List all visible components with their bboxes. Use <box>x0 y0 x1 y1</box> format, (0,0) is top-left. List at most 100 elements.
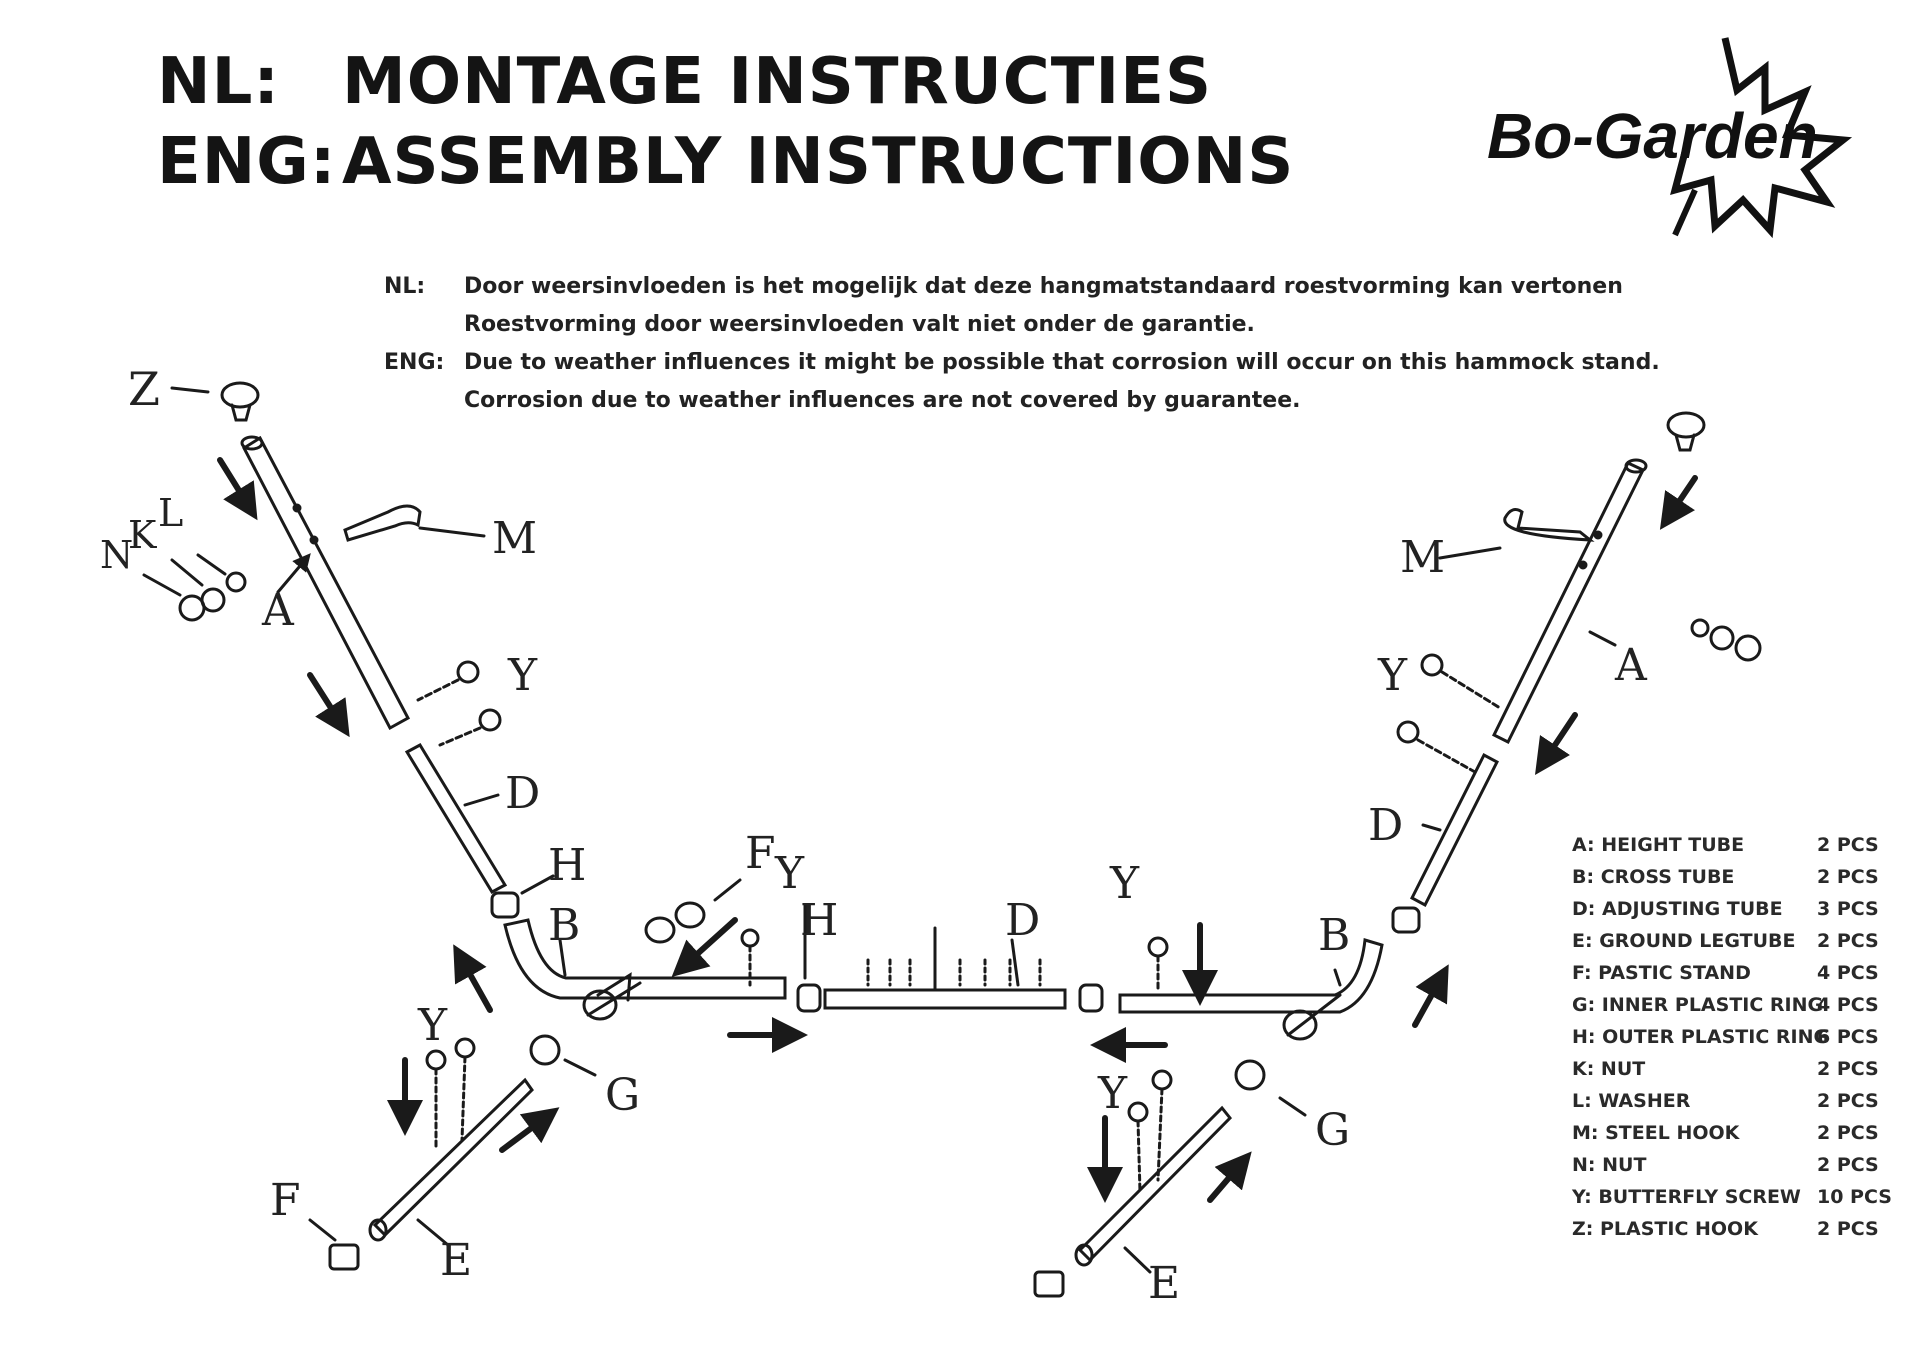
butterfly-screw-left <box>740 928 760 948</box>
label-m: M <box>1400 532 1445 583</box>
title-line-eng: ENG: ASSEMBLY INSTRUCTIONS <box>157 122 1294 202</box>
parts-row: N: NUT 2 PCS <box>1572 1149 1897 1181</box>
label-h: H <box>800 895 838 946</box>
notice-row: ENG: Due to weather influences it might … <box>384 344 1660 382</box>
leaf-icon <box>1670 37 1853 239</box>
steel-hook-m-left <box>343 504 486 542</box>
label-a: A <box>1614 640 1648 691</box>
part-name: H: OUTER PLASTIC RING <box>1572 1026 1830 1048</box>
label-d: D <box>1005 895 1040 946</box>
label-n: N <box>100 533 133 577</box>
label-e: E <box>1148 1258 1180 1309</box>
label-b: B <box>1318 910 1350 961</box>
parts-row: Y: BUTTERFLY SCREW 10 PCS <box>1572 1181 1897 1213</box>
arrow-icon <box>1412 964 1449 1028</box>
arrow-icon <box>1535 712 1578 775</box>
part-name: B: CROSS TUBE <box>1572 866 1735 888</box>
inner-ring-g-left <box>529 1034 597 1077</box>
butterfly-screw-left <box>425 1037 476 1152</box>
part-name: L: WASHER <box>1572 1090 1691 1112</box>
title-line-nl: NL: MONTAGE INSTRUCTIES <box>157 42 1294 122</box>
parts-row: F: PASTIC STAND 4 PCS <box>1572 957 1897 989</box>
notice-lang: ENG: <box>384 350 445 375</box>
arrow-icon <box>453 944 493 1013</box>
label-f: F <box>270 1175 301 1226</box>
outer-ring-h-right <box>1391 906 1421 934</box>
adjusting-tube-d-left <box>404 743 508 894</box>
label-y: Y <box>1109 858 1140 909</box>
leader-line <box>170 386 210 394</box>
plastic-hook-z-left <box>220 381 260 422</box>
part-qty: 2 PCS <box>1817 866 1879 888</box>
part-qty: 2 PCS <box>1817 1154 1879 1176</box>
arrow-icon <box>217 457 258 521</box>
ground-leg-e-left <box>368 1077 534 1247</box>
part-name: G: INNER PLASTIC RING <box>1572 994 1824 1016</box>
plastic-stand-f-left <box>644 878 742 944</box>
steel-hook-m-right <box>1438 508 1595 560</box>
title-block: NL: MONTAGE INSTRUCTIES ENG: ASSEMBLY IN… <box>157 42 1294 202</box>
butterfly-screw-right <box>1127 1069 1173 1194</box>
label-b: B <box>548 900 580 951</box>
bo-garden-logo: Bo-Garden <box>1487 37 1853 239</box>
parts-row: Z: PLASTIC HOOK 2 PCS <box>1572 1213 1897 1245</box>
nut-set-left <box>142 553 247 622</box>
label-e: E <box>440 1235 472 1286</box>
cross-tube-b-left <box>503 918 787 1021</box>
label-l: L <box>158 491 183 535</box>
label-h: H <box>548 840 586 891</box>
part-qty: 4 PCS <box>1817 962 1879 984</box>
outer-ring-h-left <box>490 874 555 919</box>
label-k: K <box>128 513 157 557</box>
title-prefix: NL: <box>157 45 280 119</box>
notice-row: Roestvorming door weersinvloeden valt ni… <box>384 306 1660 344</box>
leader-line <box>276 553 311 594</box>
adjusting-tube-d-center <box>796 926 1104 1013</box>
part-name: E: GROUND LEGTUBE <box>1572 930 1796 952</box>
logo-text: Bo-Garden <box>1487 100 1818 172</box>
title-text: ASSEMBLY INSTRUCTIONS <box>342 125 1295 199</box>
notice-text: Door weersinvloeden is het mogelijk dat … <box>464 274 1623 299</box>
part-name: A: HEIGHT TUBE <box>1572 834 1745 856</box>
label-d: D <box>1368 800 1403 851</box>
part-name: Z: PLASTIC HOOK <box>1572 1218 1758 1240</box>
notice-text: Roestvorming door weersinvloeden valt ni… <box>464 312 1255 337</box>
notice-text: Corrosion due to weather influences are … <box>464 388 1301 413</box>
part-qty: 10 PCS <box>1817 1186 1892 1208</box>
part-name: N: NUT <box>1572 1154 1647 1176</box>
label-d: D <box>505 768 540 819</box>
height-tube-a-right <box>1491 458 1648 745</box>
notice-row: NL: Door weersinvloeden is het mogelijk … <box>384 268 1660 306</box>
part-name: K: NUT <box>1572 1058 1646 1080</box>
ground-leg-e-right <box>1074 1105 1233 1274</box>
cross-tube-b-right <box>1118 938 1384 1041</box>
label-f: F <box>745 828 776 879</box>
part-qty: 2 PCS <box>1817 930 1879 952</box>
part-qty: 2 PCS <box>1817 1218 1879 1240</box>
label-g: G <box>605 1070 640 1121</box>
label-y: Y <box>507 650 538 701</box>
parts-row: E: GROUND LEGTUBE 2 PCS <box>1572 925 1897 957</box>
part-name: M: STEEL HOOK <box>1572 1122 1740 1144</box>
title-prefix: ENG: <box>157 125 337 199</box>
label-y: Y <box>417 1000 448 1051</box>
nut-set-right <box>1690 618 1762 662</box>
part-name: D: ADJUSTING TUBE <box>1572 898 1783 920</box>
label-y: Y <box>1097 1068 1128 1119</box>
arrow-icon <box>1207 1151 1252 1203</box>
notice-text: Due to weather influences it might be po… <box>464 350 1660 375</box>
butterfly-screw-right <box>1147 936 1169 958</box>
label-m: M <box>492 513 537 564</box>
inner-ring-g-right <box>1234 1059 1307 1117</box>
part-name: Y: BUTTERFLY SCREW <box>1572 1186 1801 1208</box>
part-name: F: PASTIC STAND <box>1572 962 1751 984</box>
notice-lang: NL: <box>384 274 426 299</box>
arrow-icon <box>307 672 350 738</box>
